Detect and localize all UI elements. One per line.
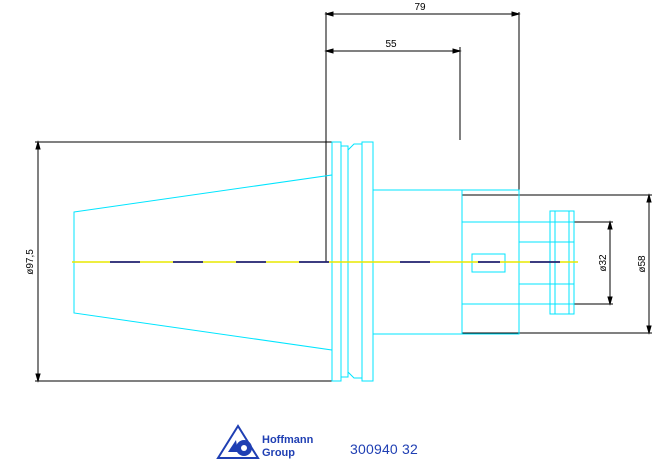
drive-slot (471, 253, 506, 273)
hoffmann-logo: Hoffmann Group (216, 424, 314, 459)
part-number: 300940 32 (350, 441, 418, 457)
hoffmann-emblem-icon (216, 424, 260, 459)
taper-length-label: 55 (385, 39, 397, 50)
clamping-nut (518, 241, 551, 285)
body-diameter-label: ø58 (637, 255, 648, 273)
logo-line-2: Group (262, 447, 295, 459)
nut-body (518, 221, 551, 305)
dimension-lines (35, 11, 652, 383)
collet-diameter-label: ø32 (598, 254, 609, 272)
flange-diameter-label: ø97,5 (25, 249, 36, 275)
v-groove (347, 143, 363, 379)
overall-length-label: 79 (414, 2, 426, 13)
logo-line-1: Hoffmann (262, 434, 314, 446)
